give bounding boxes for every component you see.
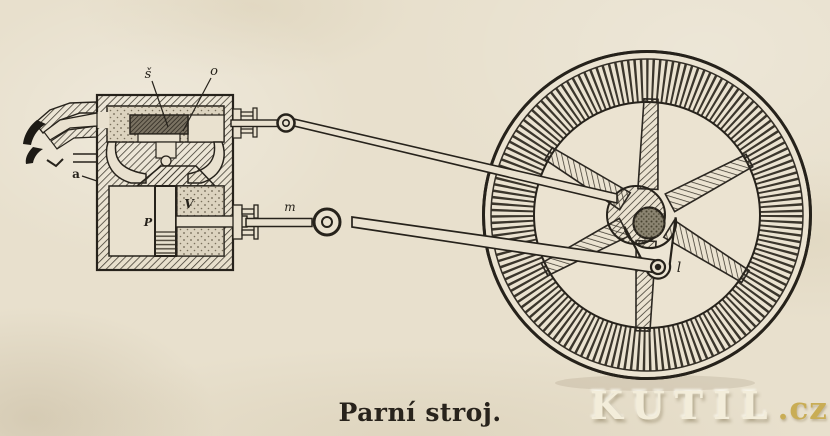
flywheel-rim-outer-line [490,58,804,372]
flywheel-spoke [637,97,659,191]
flywheel-spoke [662,219,751,284]
label-piston: P [143,216,153,229]
label-valve-chest-port: o [210,64,218,79]
steam-inlet-pipe [23,101,98,164]
label-slide-valve: š [145,67,152,82]
crank-pin [649,258,667,276]
valve-rod-eye [276,113,296,133]
piston-rod-gland [232,204,259,240]
label-crank-pin: l [677,260,681,276]
flywheel-shadow [555,375,755,391]
valve-port-knob [160,155,172,167]
crosshead-eye [312,207,342,237]
piston-rod [245,217,313,228]
flow-arrow [46,158,64,168]
exhaust-ports [46,153,97,168]
inlet-opening [97,112,109,128]
leader-lines [81,77,212,182]
valve-chest-right-space [187,114,225,143]
pipe-mouth-flare [25,147,43,164]
label-piston-rod: m [284,200,295,214]
watermark: KUTIL.cz [590,383,828,428]
figure-caption: Parní stroj. [338,398,502,427]
cylinder-interior [108,185,248,257]
label-exhaust: a [72,167,80,181]
piston [154,185,177,257]
valve-rod [230,119,280,128]
flywheel-rim [491,59,803,371]
cylinder-block [23,93,259,272]
valve-chest [97,105,225,167]
flywheel-spoke [664,153,754,213]
flywheel-outer-edge [482,50,812,380]
watermark-tld: .cz [777,391,828,427]
pipe-mouth-flare [23,120,46,145]
crank-shaft [632,206,666,240]
label-steam-space: V [184,197,195,211]
slide-valve [129,114,189,143]
watermark-brand: KUTIL [590,383,778,428]
